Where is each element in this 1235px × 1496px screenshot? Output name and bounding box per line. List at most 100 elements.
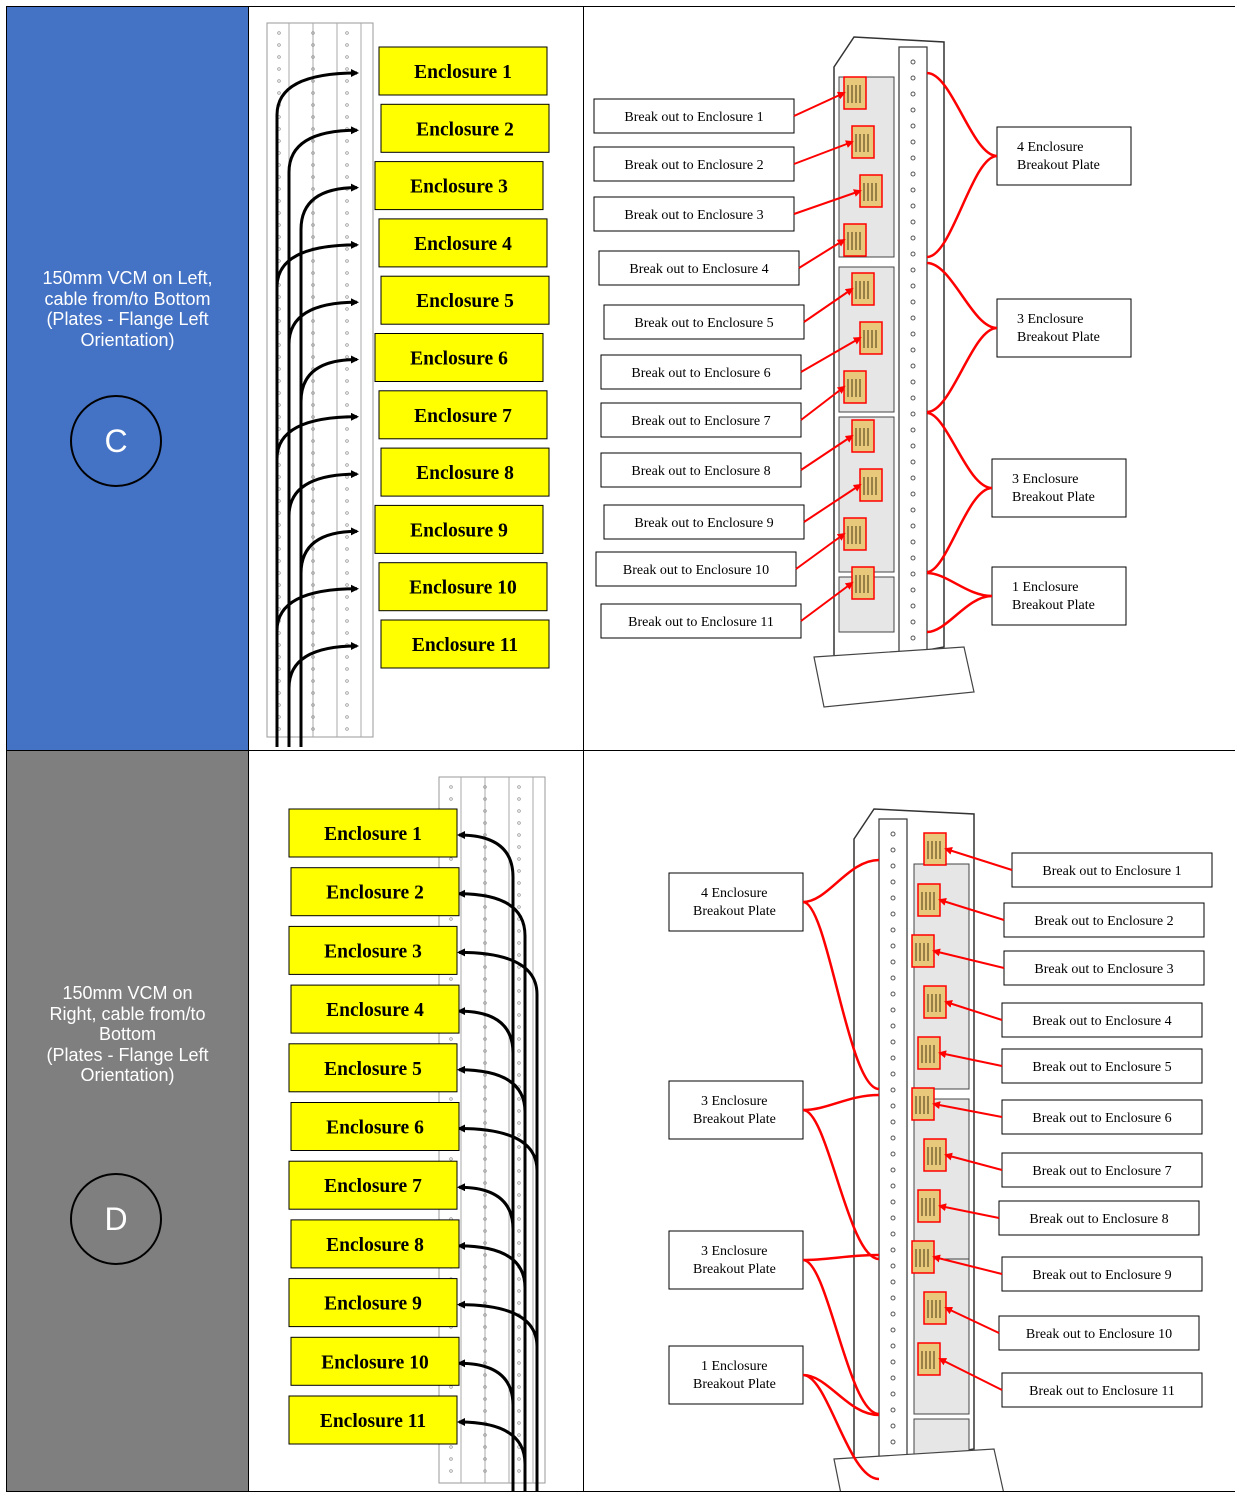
breakout-plate — [843, 76, 867, 110]
enclosure-label: Enclosure 6 — [410, 349, 508, 370]
rack-hole — [345, 523, 349, 527]
rack-hole — [517, 1457, 521, 1461]
vcm-hole — [910, 619, 916, 625]
rack-hole — [517, 1025, 521, 1029]
rack-hole — [345, 571, 349, 575]
enclosure-label: Enclosure 2 — [416, 119, 514, 140]
rack-hole — [311, 499, 315, 503]
breakout-label: Break out to Enclosure 2 — [1034, 914, 1173, 929]
rack-hole — [483, 1301, 487, 1305]
breakout-box — [603, 304, 805, 340]
plate-callout-line2: Breakout Plate — [1012, 598, 1095, 613]
enclosure-box — [380, 619, 550, 669]
rack-hole — [449, 1469, 453, 1473]
rack-hole — [517, 1061, 521, 1065]
rack-hole — [311, 691, 315, 695]
vcm-hole — [910, 411, 916, 417]
breakout-plate — [843, 223, 867, 257]
mesh-panel — [913, 1258, 970, 1415]
rack-hole — [517, 1121, 521, 1125]
rack-hole — [517, 893, 521, 897]
rack-hole — [345, 655, 349, 659]
rack-hole — [483, 1229, 487, 1233]
vcm-hole — [890, 911, 896, 917]
enclosure-box — [288, 1160, 458, 1210]
rack-hole — [345, 487, 349, 491]
rack-hole — [517, 989, 521, 993]
plate-callout-box — [996, 126, 1132, 186]
rack-hole — [517, 941, 521, 945]
vcm-hole — [890, 1279, 896, 1285]
vcm-hole — [890, 959, 896, 965]
enclosure-label: Enclosure 11 — [412, 635, 518, 656]
rack-hole — [483, 1193, 487, 1197]
breakout-plate — [851, 272, 875, 306]
plate-callout-box — [991, 458, 1127, 518]
rack-hole — [517, 1049, 521, 1053]
breakout-box — [595, 551, 797, 587]
breakout-plate — [911, 1240, 935, 1274]
rack-hole — [483, 1445, 487, 1449]
rack-hole — [311, 547, 315, 551]
rack-hole — [311, 31, 315, 35]
rack-hole — [311, 271, 315, 275]
breakout-arrow — [938, 1050, 1003, 1067]
rack-hole — [517, 1421, 521, 1425]
breakout-box — [1001, 1002, 1203, 1038]
breakout-plate — [911, 934, 935, 968]
rack-hole — [517, 905, 521, 909]
rack-hole — [345, 355, 349, 359]
rack-hole — [311, 679, 315, 683]
rack-hole — [517, 1337, 521, 1341]
rack-hole — [311, 187, 315, 191]
rack-hole — [311, 379, 315, 383]
breakout-plate — [859, 468, 883, 502]
breakout-plate — [843, 370, 867, 404]
breakout-box — [1001, 1256, 1203, 1292]
rack-hole — [483, 989, 487, 993]
vcm-hole — [890, 1407, 896, 1413]
breakout-arrow — [793, 189, 862, 215]
cable-arrow — [275, 69, 359, 697]
breakout-label: Break out to Enclosure 7 — [1032, 1164, 1171, 1179]
cable-arrow — [457, 1065, 527, 1443]
rack-hole — [483, 1337, 487, 1341]
rack-hole — [345, 463, 349, 467]
vcm-hole — [890, 1023, 896, 1029]
vcm-hole — [910, 107, 916, 113]
vcm-hole — [890, 1007, 896, 1013]
breakout-label: Break out to Enclosure 9 — [634, 516, 773, 531]
rack-hole — [517, 1409, 521, 1413]
plate-callout-box — [991, 566, 1127, 626]
rack-hole — [449, 1097, 453, 1101]
vcm-hole — [890, 1295, 896, 1301]
rack-hole — [449, 1445, 453, 1449]
rack-hole — [449, 857, 453, 861]
rack-hole — [483, 1457, 487, 1461]
breakout-box — [593, 146, 795, 182]
rack-hole — [517, 1469, 521, 1473]
rack-hole — [345, 331, 349, 335]
vcm-hole — [890, 879, 896, 885]
vcm-hole — [910, 587, 916, 593]
enclosure-box — [380, 275, 550, 325]
breakout-arrow — [793, 140, 854, 165]
vcm-hole — [910, 395, 916, 401]
rack-hole — [311, 115, 315, 119]
rack-hole — [311, 511, 315, 515]
rack-hole — [345, 319, 349, 323]
breakout-label: Break out to Enclosure 4 — [629, 262, 768, 277]
rack-hole — [483, 1157, 487, 1161]
breakout-plate — [917, 883, 941, 917]
rack-hole — [345, 511, 349, 515]
rack-hole — [517, 1193, 521, 1197]
vcm-hole — [890, 863, 896, 869]
rack-hole — [311, 151, 315, 155]
rack-hole — [345, 451, 349, 455]
rack-hole — [517, 965, 521, 969]
plate-bracket — [926, 261, 998, 414]
rack-hole — [311, 391, 315, 395]
enclosure-box — [288, 1278, 458, 1328]
